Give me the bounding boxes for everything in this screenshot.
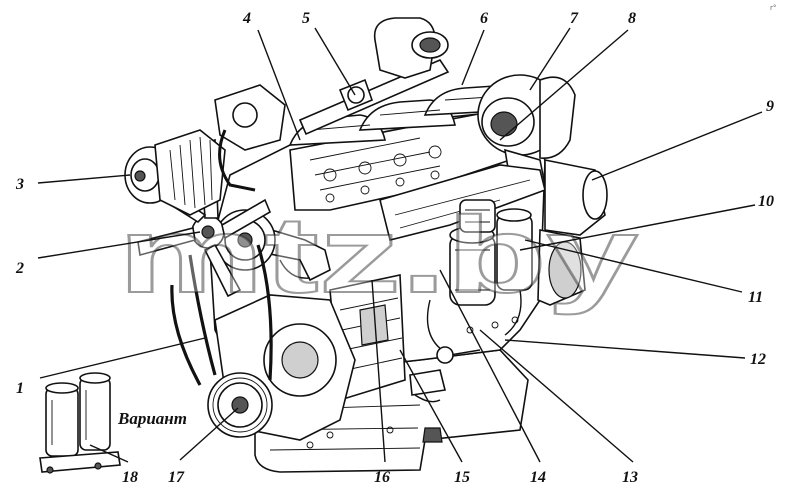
callout-16: 16 [374,469,390,486]
leader-18 [89,444,129,463]
callout-12: 12 [750,351,766,368]
leader-17 [179,407,239,461]
thermostat-housing [214,84,286,192]
callout-14: 14 [530,469,546,486]
leader-3 [37,174,131,184]
leader-2 [37,231,201,259]
corner-mark: r° [770,4,776,12]
callout-10: 10 [758,193,774,210]
callout-3: 3 [15,176,24,193]
callout-4: 4 [242,10,251,27]
leader-16 [371,279,386,463]
leader-6 [461,29,485,86]
callout-18: 18 [122,469,138,486]
callout-11: 11 [748,289,763,306]
compressor [537,159,608,306]
leader-11 [524,239,743,293]
intake-manifold [298,17,450,136]
alternator [124,129,226,216]
leader-4 [257,29,301,141]
callout-2: 2 [15,260,24,277]
leader-8 [499,29,629,141]
leader-5 [314,27,356,96]
leader-12 [504,339,746,359]
callout-7: 7 [570,10,579,27]
engine-illustration [124,17,608,473]
crankshaft-pulley [207,372,273,438]
leader-7 [529,27,571,91]
leader-1 [39,337,206,379]
callouts: 1 2 3 4 5 6 7 8 9 10 11 12 13 14 15 16 1… [15,10,774,486]
callout-13: 13 [622,469,638,486]
drain-plug [422,427,443,443]
watermark: mtz.by [118,194,638,315]
callout-17: 17 [168,469,185,486]
leader-lines [37,27,763,463]
callout-15: 15 [454,469,470,486]
leader-15 [399,349,463,463]
drive-belt [170,244,273,386]
filters [449,199,533,306]
variant-label: Вариант [117,409,187,428]
leader-14 [439,269,541,463]
callout-5: 5 [302,10,310,27]
leader-13 [479,329,634,463]
leader-10 [519,204,756,251]
callout-9: 9 [766,98,774,115]
leader-9 [591,111,763,181]
variant-filters [39,372,121,474]
callout-8: 8 [628,10,636,27]
callout-6: 6 [480,10,488,27]
callout-1: 1 [16,380,24,397]
